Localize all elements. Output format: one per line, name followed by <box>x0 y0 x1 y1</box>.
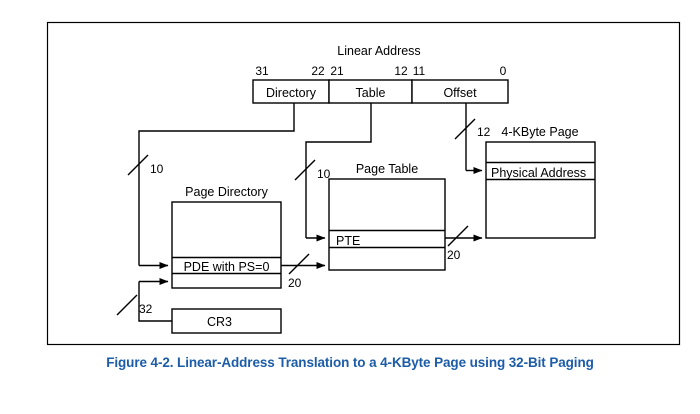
connector-cr3-base <box>138 281 172 322</box>
bit-label-12: 12 <box>394 64 408 78</box>
slash-pte-base <box>447 225 469 247</box>
connector-table-index <box>305 103 372 238</box>
bit-label-11: 11 <box>413 64 426 78</box>
cr3-label: CR3 <box>207 315 232 329</box>
slash-directory-index <box>127 154 149 176</box>
figure-border <box>46 21 681 346</box>
page-directory-box[interactable] <box>171 201 282 289</box>
slash-cr3-base <box>116 294 138 316</box>
linear-address-field-directory-label: Directory <box>266 86 317 100</box>
page-title: 4-KByte Page <box>501 125 578 139</box>
page-table-box[interactable] <box>328 178 446 271</box>
page-table-title: Page Table <box>356 162 418 176</box>
bus-width-pte-base: 20 <box>447 248 461 262</box>
bit-label-31: 31 <box>255 64 269 78</box>
slash-pde-base <box>288 253 310 275</box>
page-entry-physical-address: Physical Address <box>491 166 586 180</box>
bus-width-table-index: 10 <box>317 167 331 181</box>
bus-width-offset: 12 <box>477 125 491 139</box>
bus-width-cr3-base: 32 <box>139 302 153 316</box>
bit-label-21: 21 <box>330 64 344 78</box>
connector-directory-index <box>138 103 295 266</box>
bit-label-22: 22 <box>311 64 325 78</box>
linear-address-field-offset-label: Offset <box>443 86 477 100</box>
bit-label-0: 0 <box>500 64 507 78</box>
linear-address-field-offset[interactable] <box>411 79 509 104</box>
page-table-entry-pte: PTE <box>336 234 360 248</box>
linear-address-title: Linear Address <box>337 44 420 58</box>
slash-offset <box>454 118 476 140</box>
page-directory-title: Page Directory <box>185 185 268 199</box>
slash-table-index <box>294 159 316 181</box>
page-directory-entry-pde: PDE with PS=0 <box>184 260 270 274</box>
bus-width-pde-base: 20 <box>288 276 302 290</box>
bus-width-directory-index: 10 <box>150 162 164 176</box>
page-box[interactable] <box>485 141 596 239</box>
linear-address-field-table-label: Table <box>356 86 386 100</box>
figure-caption: Figure 4-2. Linear-Address Translation t… <box>106 355 594 370</box>
